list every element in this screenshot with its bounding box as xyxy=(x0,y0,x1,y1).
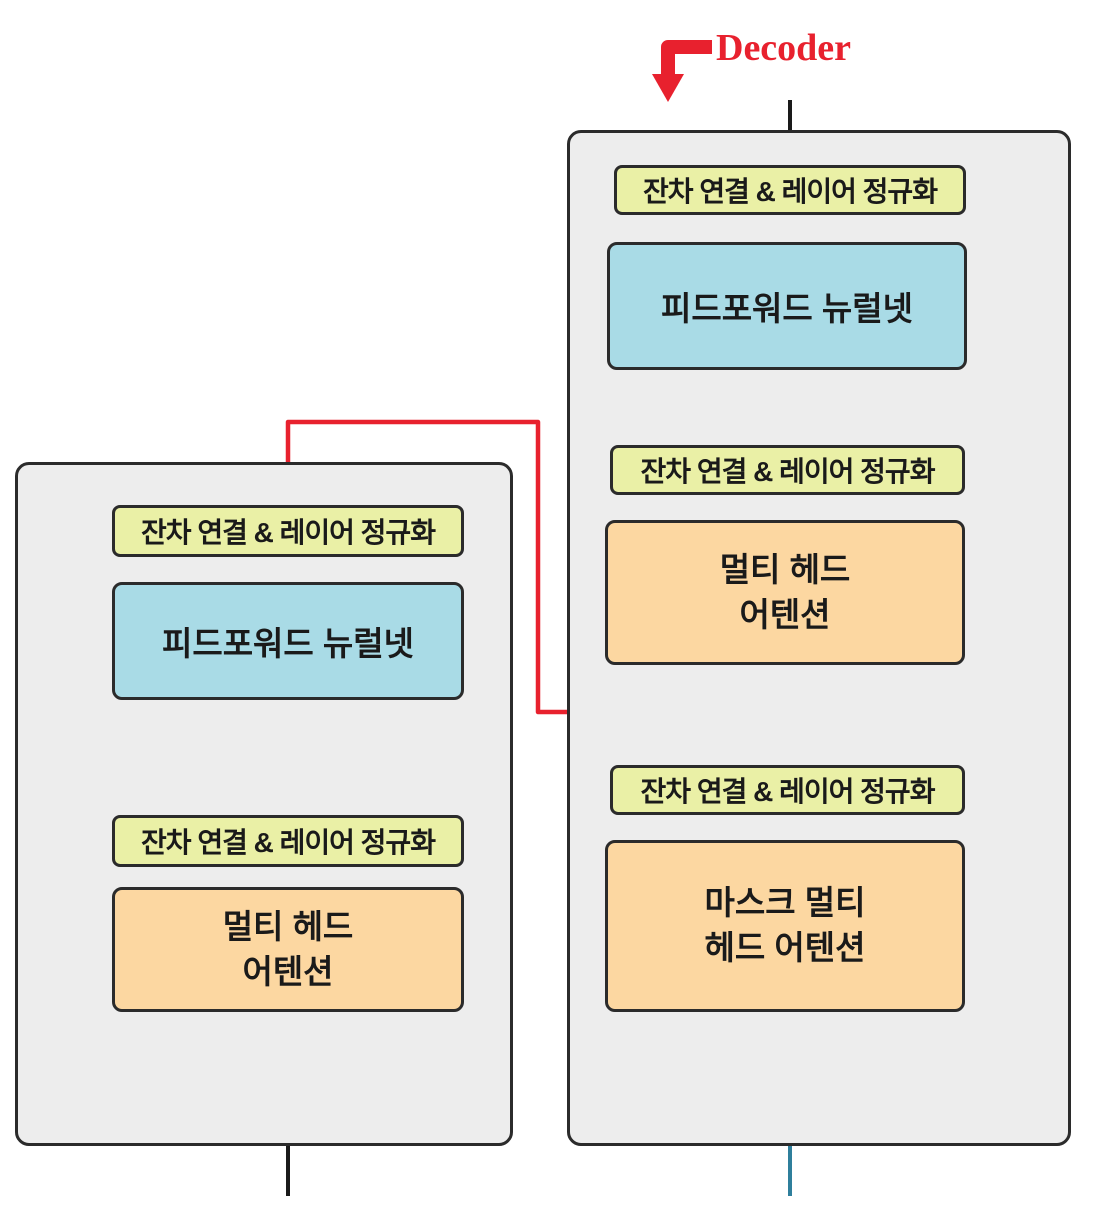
decoder-feedforward-label: 피드포워드 뉴럴넷 xyxy=(660,290,914,327)
decoder-residual-norm-mid-box: 잔차 연결 & 레이어 정규화 xyxy=(610,445,965,495)
encoder-multihead-attention-label-line1: 멀티 헤드 xyxy=(222,907,354,945)
decoder-residual-norm-bottom-box: 잔차 연결 & 레이어 정규화 xyxy=(610,765,965,815)
decoder-masked-attention-label-line1: 마스크 멀티 xyxy=(704,884,866,922)
decoder-cross-attention-label-line2: 어텐션 xyxy=(739,595,831,633)
decoder-cross-attention-box: 멀티 헤드 어텐션 xyxy=(605,520,965,665)
decoder-residual-norm-mid-label: 잔차 연결 & 레이어 정규화 xyxy=(640,456,936,487)
encoder-residual-norm-top-box: 잔차 연결 & 레이어 정규화 xyxy=(112,505,464,557)
encoder-block xyxy=(15,462,513,1146)
decoder-cross-attention-label-line1: 멀티 헤드 xyxy=(719,550,851,588)
decoder-residual-norm-top-box: 잔차 연결 & 레이어 정규화 xyxy=(614,165,966,215)
encoder-residual-norm-bottom-label: 잔차 연결 & 레이어 정규화 xyxy=(141,827,436,858)
decoder-residual-norm-bottom-label: 잔차 연결 & 레이어 정규화 xyxy=(640,776,936,807)
decoder-feedforward-box: 피드포워드 뉴럴넷 xyxy=(607,242,967,370)
decoder-residual-norm-top-label: 잔차 연결 & 레이어 정규화 xyxy=(643,176,938,207)
decoder-masked-attention-box: 마스크 멀티 헤드 어텐션 xyxy=(605,840,965,1012)
decoder-title-label: Decoder xyxy=(716,27,852,69)
encoder-multihead-attention-box: 멀티 헤드 어텐션 xyxy=(112,887,464,1012)
encoder-residual-norm-top-label: 잔차 연결 & 레이어 정규화 xyxy=(141,517,436,548)
encoder-residual-norm-bottom-box: 잔차 연결 & 레이어 정규화 xyxy=(112,815,464,867)
encoder-feedforward-box: 피드포워드 뉴럴넷 xyxy=(112,582,464,700)
encoder-feedforward-label: 피드포워드 뉴럴넷 xyxy=(161,625,415,662)
encoder-multihead-attention-label-line2: 어텐션 xyxy=(242,952,334,990)
decoder-masked-attention-label-line2: 헤드 어텐션 xyxy=(704,929,866,966)
decoder-label-arrow-icon xyxy=(652,40,712,102)
